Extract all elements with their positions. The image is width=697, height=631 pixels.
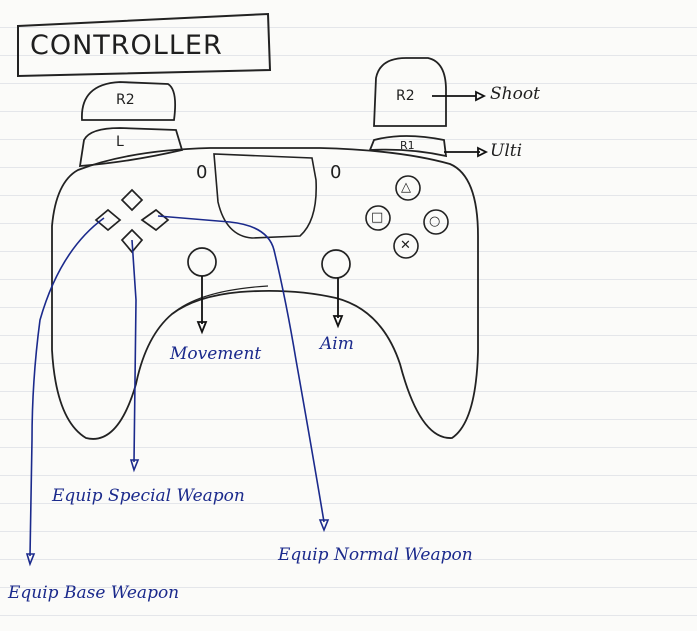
left-stick [187,247,217,277]
shoot-label: Shoot [490,84,540,104]
l1-button [78,127,184,167]
equip-special-label: Equip Special Weapon [52,486,245,506]
right-stick [321,249,351,279]
aim-label: Aim [320,334,354,354]
r2-label: R2 [396,88,415,104]
title-box [17,12,272,78]
equip-base-label: Equip Base Weapon [8,583,180,603]
right-stick-marker: 0 [330,162,342,183]
r1-label: R1 [400,139,415,152]
equip-base-line [29,217,105,557]
l1-label: L [116,134,124,150]
square-icon: □ [371,210,384,225]
triangle-button [395,175,421,201]
l2-label: R2 [116,92,135,108]
movement-label: Movement [170,344,262,364]
r2-button [373,57,447,127]
equip-normal-label: Equip Normal Weapon [278,545,473,565]
cross-icon: ✕ [400,238,411,253]
triangle-icon: △ [401,180,411,195]
square-button [365,205,391,231]
page-title: CONTROLLER [30,30,223,61]
dpad [94,188,170,254]
left-stick-marker: 0 [196,162,208,183]
touchpad [213,153,317,239]
controller-body [51,147,479,440]
l2-button [81,81,177,121]
circle-icon: ○ [429,214,441,229]
r1-button [368,135,448,158]
equip-special-line [131,239,137,463]
ulti-label: Ulti [490,141,523,161]
equip-normal-line [157,215,325,523]
controller-grip-curve [171,285,269,315]
circle-button [423,209,449,235]
cross-button [393,233,419,259]
